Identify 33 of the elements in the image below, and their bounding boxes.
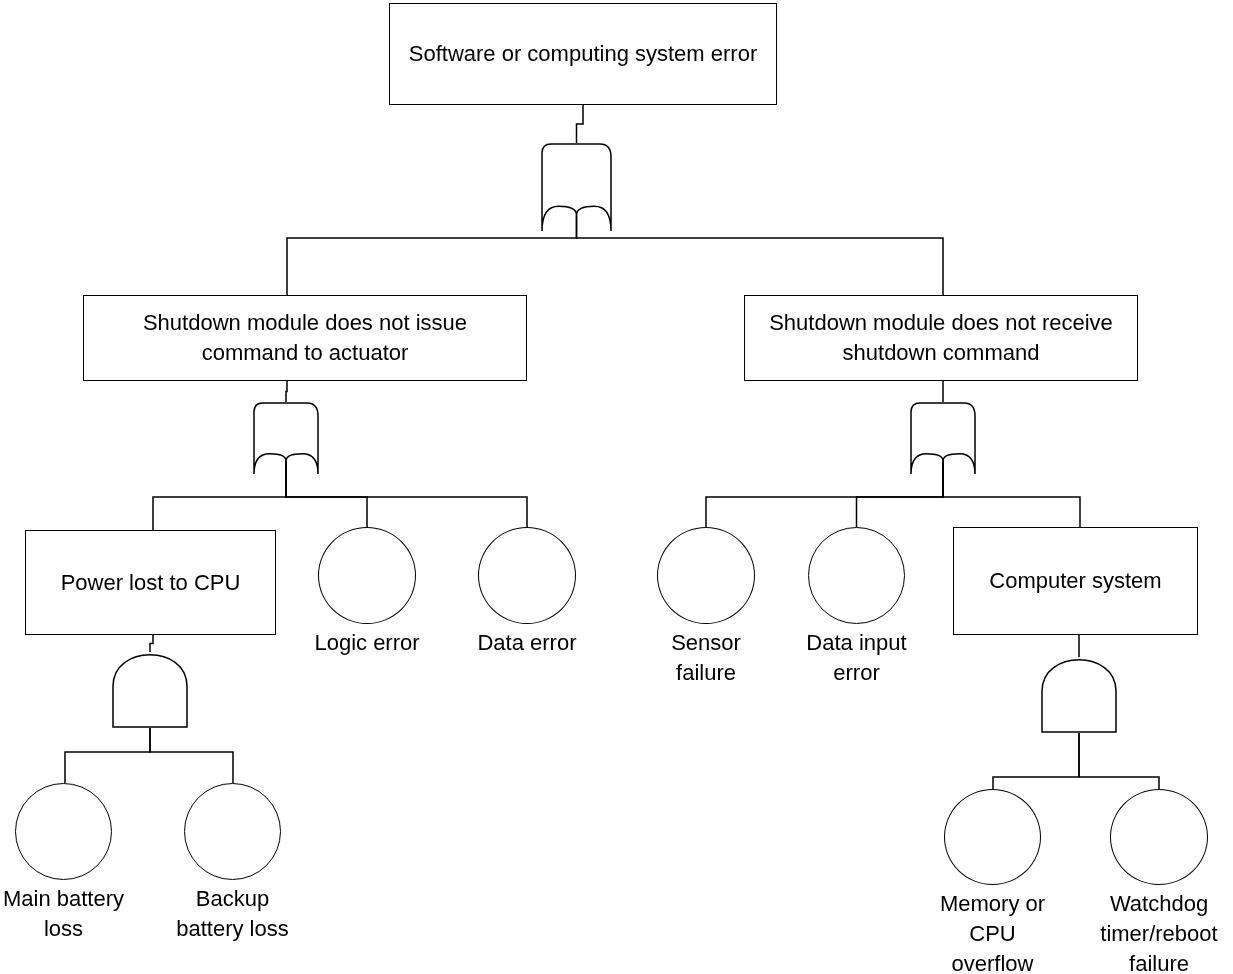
event-label: Main battery loss [1, 885, 126, 943]
or-gate [541, 143, 612, 231]
event-box [25, 530, 276, 635]
or-gate [910, 402, 976, 474]
connector-line [1078, 732, 1160, 790]
connector-line [149, 727, 234, 784]
event-text: Computer system [989, 567, 1162, 595]
connector-line [149, 634, 154, 653]
event-label: Data error [476, 629, 578, 657]
connector-line [1078, 634, 1080, 658]
event-box [389, 3, 777, 105]
or-gate [253, 402, 319, 474]
event-box [953, 527, 1198, 635]
connector-line [575, 214, 944, 296]
event-label: Memory or CPU overflow [938, 890, 1047, 974]
connector-line [285, 380, 288, 403]
event-box [83, 295, 527, 381]
event-box [744, 295, 1138, 381]
connector-line [575, 104, 584, 144]
event-text: Power lost to CPU [60, 568, 241, 597]
connector-line [942, 460, 1081, 528]
event-text: Shutdown module does not issue command to actuator [141, 309, 469, 367]
event-label: Data input error [805, 629, 908, 687]
event-label: Sensor failure [670, 629, 742, 687]
event-label: Logic error [313, 629, 421, 657]
event-label: Watchdog timer/reboot failure [1099, 890, 1219, 974]
connector-line [285, 460, 528, 528]
and-gate [112, 652, 188, 728]
event-label: Backup battery loss [175, 885, 290, 943]
and-gate [1041, 657, 1117, 733]
event-text: Shutdown module does not receive shutdown command [768, 309, 1114, 367]
event-text: Software or computing system error [408, 40, 758, 68]
connector-line [942, 380, 944, 403]
